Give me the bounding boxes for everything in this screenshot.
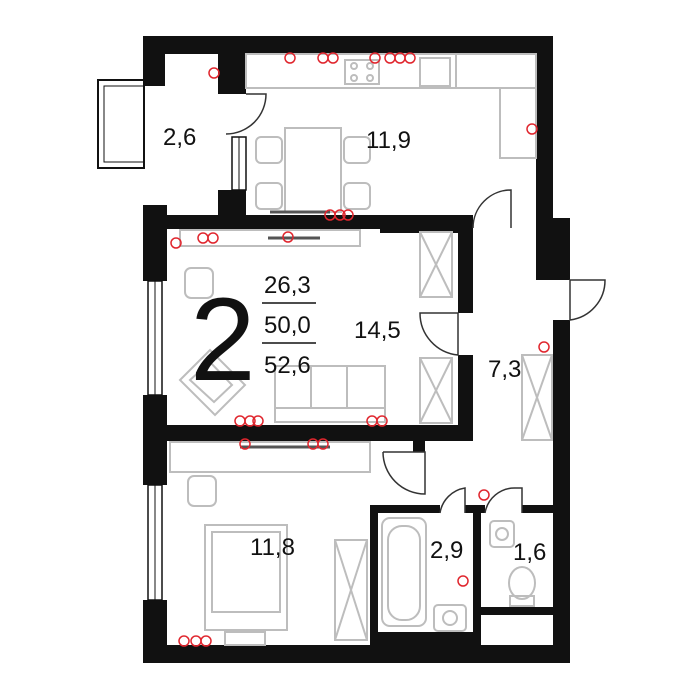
apartment-summary: 2 26,3 50,0 52,6 [190, 272, 316, 406]
hallway-area-label: 7,3 [488, 356, 521, 383]
room-count-label: 2 [190, 274, 256, 406]
sanitary-fixtures [381, 517, 536, 632]
bathroom-area-label: 2,9 [430, 537, 463, 564]
kitchen-area-label: 11,9 [366, 127, 411, 154]
living-furniture [178, 229, 453, 424]
balcony [97, 79, 145, 169]
hallway-furniture [521, 354, 553, 441]
bedroom-area-label: 11,8 [250, 534, 295, 561]
toilet-area-label: 1,6 [513, 539, 546, 566]
living-area-label: 26,3 [264, 272, 311, 299]
total-area-with-balcony-label: 52,6 [264, 352, 311, 379]
living-room-area-label: 14,5 [354, 317, 401, 344]
kitchen-furniture [245, 53, 537, 214]
bedroom-furniture [169, 441, 371, 646]
walls [143, 36, 570, 663]
total-area-label: 50,0 [264, 312, 311, 339]
sockets [170, 52, 550, 647]
balcony-area-label: 2,6 [163, 124, 196, 151]
windows [147, 136, 247, 601]
doors [225, 93, 606, 514]
